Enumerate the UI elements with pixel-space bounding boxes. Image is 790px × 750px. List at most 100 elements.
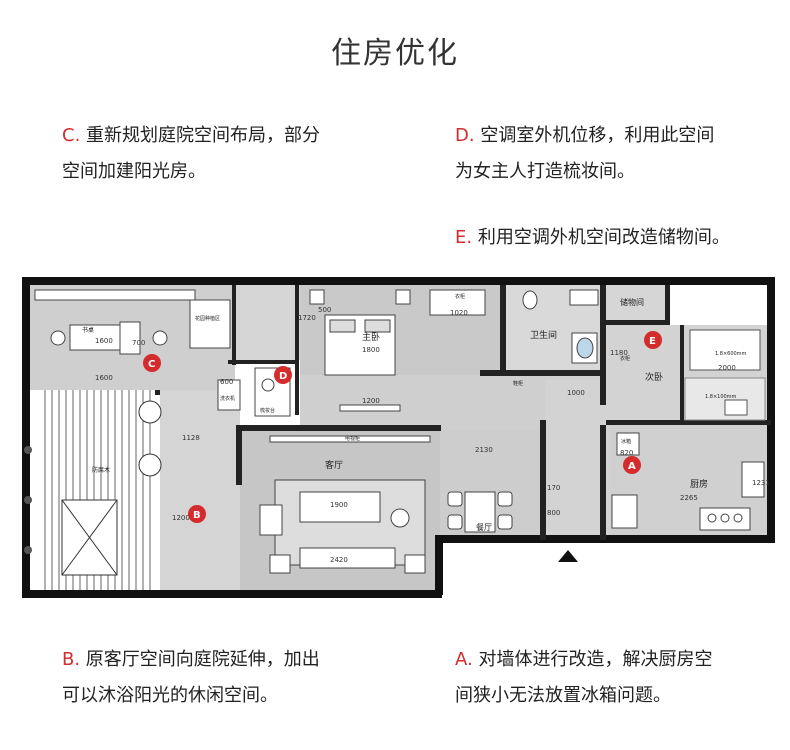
second-bed: [689, 329, 761, 371]
room-label-dining: 餐厅: [476, 523, 492, 532]
dim-500: 500: [318, 306, 331, 314]
note-d-line1: 空调室外机位移，利用此空间: [474, 125, 715, 146]
wall: [228, 360, 298, 364]
marker-d-label: D: [279, 371, 287, 382]
dresser: [339, 404, 401, 412]
tv-cabinet: [269, 435, 431, 443]
marker-a-label: A: [628, 461, 636, 472]
kitchen-fixtures: [611, 432, 765, 531]
deck-plant: [138, 453, 162, 477]
cabinet: [611, 494, 638, 529]
wall: [295, 285, 299, 415]
dim-600: 600: [220, 378, 233, 386]
wall: [600, 425, 606, 540]
note-b-line1: 原客厅空间向庭院延伸，加出: [80, 649, 320, 670]
marker-a-circle: [623, 456, 641, 474]
wall: [606, 420, 771, 425]
side-table: [390, 508, 410, 528]
armchair: [259, 504, 283, 536]
dim-1000: 1000: [567, 389, 585, 397]
dim-2130: 2130: [475, 446, 493, 454]
dim-1900: 1900: [330, 501, 348, 509]
marker-e-circle: [644, 331, 662, 349]
marker-c-circle: [143, 354, 161, 372]
pillow: [364, 319, 391, 333]
label-vanity: 梳妆台: [260, 407, 275, 414]
dim-1200b: 1200: [172, 514, 190, 522]
sink: [741, 461, 765, 498]
column: [155, 390, 160, 395]
vanity-stool: [261, 378, 275, 392]
furniture-labels: 电视柜 衣柜 衣柜 鞋柜 冰箱 梳妆台 洗衣机 花园种植区 1.8×600mm …: [195, 293, 747, 445]
note-a: A. 对墙体进行改造，解决厨房空 间狭小无法放置冰箱问题。: [455, 642, 712, 714]
dim-1720: 1720: [298, 314, 316, 322]
burner: [707, 513, 717, 523]
bathroom-fixtures: [522, 289, 599, 364]
dining-chair: [497, 491, 513, 507]
toilet: [522, 290, 538, 310]
note-e: E. 利用空调外机空间改造储物间。: [455, 220, 730, 256]
dim-2265: 2265: [680, 494, 698, 502]
fridge: [616, 432, 640, 456]
chair: [50, 330, 66, 346]
note-d-line2: 为女主人打造梳妆间。: [455, 161, 635, 182]
wall: [600, 285, 606, 405]
room-label-kitchen: 厨房: [690, 478, 708, 490]
wall-bottom-left: [22, 590, 442, 598]
desk: [724, 399, 748, 416]
bookshelf: [34, 289, 196, 301]
dim-820: 820: [620, 449, 633, 457]
label-bed-size2: 1.8×100mm: [705, 394, 737, 400]
dim-2000: 2000: [718, 364, 736, 372]
study-set: [34, 289, 231, 355]
chair: [152, 330, 168, 346]
dim-1200a: 1200: [362, 397, 380, 405]
entrance-arrow: [558, 550, 578, 562]
note-c: C. 重新规划庭院空间布局，部分 空间加建阳光房。: [62, 118, 320, 190]
wall-top: [22, 277, 772, 285]
dim-800: 800: [547, 509, 560, 517]
planting-box: [189, 299, 231, 349]
dining-chair: [447, 514, 463, 530]
dim-1600b: 1600: [95, 374, 113, 382]
dim-1600a: 1600: [95, 337, 113, 345]
note-d: D. 空调室外机位移，利用此空间 为女主人打造梳妆间。: [455, 118, 714, 190]
shrub: [24, 496, 32, 504]
page-title: 住房优化: [331, 36, 459, 71]
dimension-labels: 1600 1600 700 1800 1200 1200 1128 2130 2…: [95, 306, 770, 564]
deck-table-cross: [61, 499, 118, 576]
bathtub-basin: [576, 337, 594, 359]
storage-floor: [605, 285, 665, 325]
room-label-study: 书桌: [82, 326, 94, 334]
interior-walls: [155, 285, 771, 540]
washer-unit: [217, 379, 241, 411]
room-label-storage: 储物间: [620, 297, 644, 307]
wall: [480, 370, 605, 376]
dining-table: [464, 491, 496, 533]
master-bed: [309, 289, 411, 412]
burner: [733, 513, 743, 523]
room-labels: 主卧 卫生间 储物间 次卧 客厅 餐厅 厨房 书桌 防腐木: [82, 297, 708, 532]
room-label-living: 客厅: [325, 459, 343, 471]
label-washer: 洗衣机: [220, 395, 235, 402]
shrub: [24, 446, 32, 454]
note-e-letter: E.: [455, 227, 473, 248]
note-c-letter: C.: [62, 125, 81, 146]
dim-1800: 1800: [362, 346, 380, 354]
dim-1231: 1231: [752, 479, 770, 487]
entry-floor: [545, 380, 610, 540]
note-e-line1: 利用空调外机空间改造储物间。: [472, 227, 730, 248]
marker-a: A: [623, 456, 641, 474]
marker-c-label: C: [148, 359, 155, 370]
note-b-letter: B.: [62, 649, 81, 670]
dining-chair: [497, 514, 513, 530]
room-label-deck: 防腐木: [92, 466, 110, 474]
dim-700: 700: [132, 339, 145, 347]
wall: [540, 420, 546, 540]
washer-box: [569, 289, 599, 306]
note-d-letter: D.: [455, 125, 475, 146]
wall: [680, 325, 684, 425]
label-planting: 花园种植区: [195, 315, 220, 322]
nightstand: [395, 289, 411, 305]
